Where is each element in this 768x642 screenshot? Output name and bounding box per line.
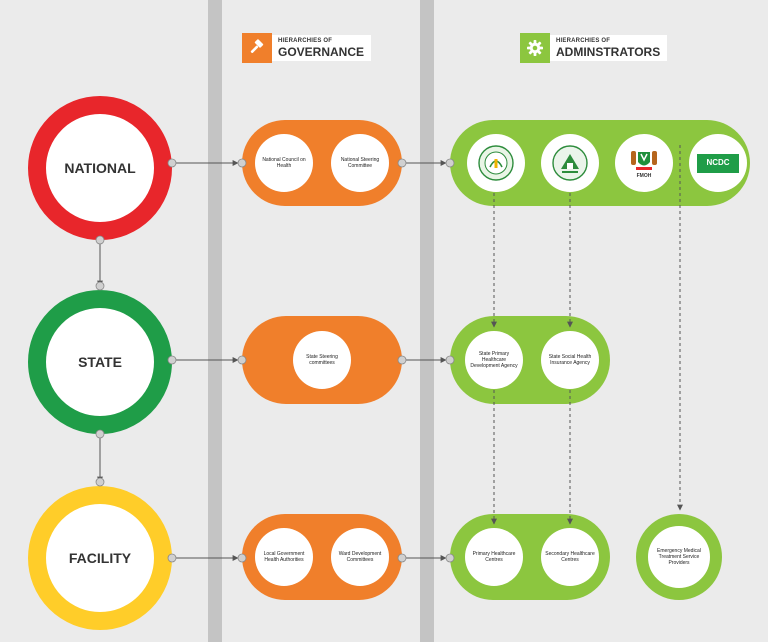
administrators-facility-item: Primary Healthcare Centres [465, 528, 523, 586]
administrators-state-item: State Social Health Insurance Agency [541, 331, 599, 389]
coat-of-arms-logo: FMOH [615, 134, 673, 192]
governance-header-small: HIERARCHIES OF [278, 38, 333, 44]
governance-national-item: National Council on Health [255, 134, 313, 192]
administrators-state-item: State Primary Healthcare Development Age… [465, 331, 523, 389]
ncdc-logo: NCDC [689, 134, 747, 192]
administrators-header: HIERARCHIES OF ADMINSTRATORS [520, 33, 668, 63]
governance-national-item: National Steering Committee [331, 134, 389, 192]
level-state-label: STATE [78, 354, 122, 370]
gear-icon [520, 33, 550, 63]
coat-of-arms-caption: FMOH [636, 173, 652, 179]
governance-state-item: State Steering committees [293, 331, 351, 389]
nhis-logo [541, 134, 599, 192]
ncdc-logo-text: NCDC [706, 158, 730, 167]
level-facility-label: FACILITY [68, 550, 132, 566]
level-national-label: NATIONAL [64, 160, 136, 176]
administrators-emergency-item: Emergency Medical Treatment Service Prov… [636, 514, 722, 600]
administrators-column-divider [420, 0, 434, 642]
administrators-header-title: ADMINSTRATORS [556, 45, 661, 59]
administrators-facility-item: Secondary Healthcare Centres [541, 528, 599, 586]
governance-column-divider [208, 0, 222, 642]
governance-header-title: GOVERNANCE [278, 45, 365, 59]
gavel-icon [242, 33, 272, 63]
governance-header: HIERARCHIES OF GOVERNANCE [242, 33, 372, 63]
governance-facility-item: Ward Development Committees [331, 528, 389, 586]
nphcda-logo [467, 134, 525, 192]
governance-facility-item: Local Government Health Authorities [255, 528, 313, 586]
administrators-header-small: HIERARCHIES OF [556, 38, 611, 44]
